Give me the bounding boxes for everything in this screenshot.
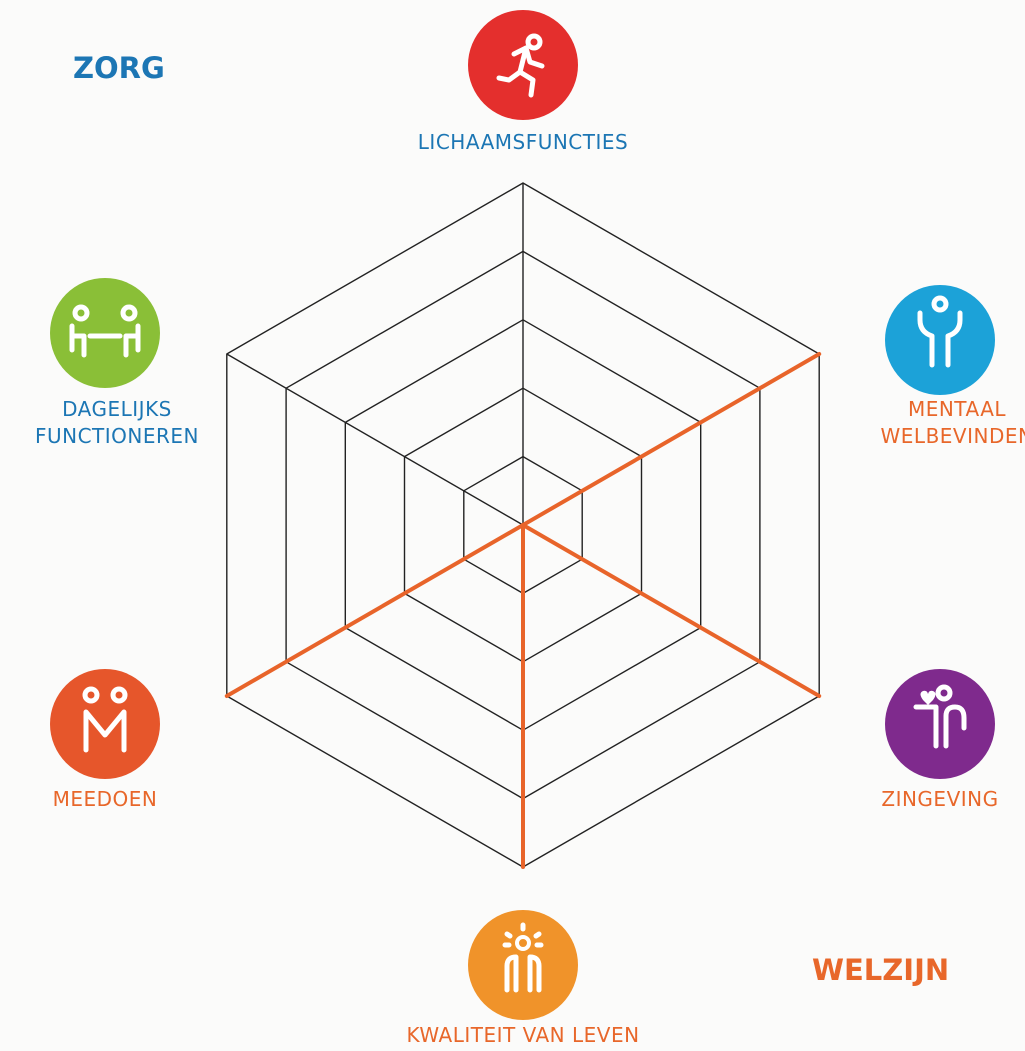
person-arms-raised-icon [917,295,963,368]
kwaliteit-van-leven-icon-circle [468,910,578,1020]
heart-person-icon [913,684,967,749]
two-people-joined-icon [82,686,128,753]
zingeving-label-line-1: ZINGEVING [881,787,998,811]
dagelijks-functioneren-label-line-2: FUNCTIONEREN [35,424,199,448]
zorg-title: ZORG [73,51,165,85]
sun-person-icon [502,922,544,993]
lichaamsfuncties-label-line-1: LICHAAMSFUNCTIES [418,130,628,154]
spoke-6 [226,353,524,526]
mentaal-welbevinden-icon-circle [885,285,995,395]
dimension-labels: LICHAAMSFUNCTIES MENTAAL WELBEVINDEN ZINGEV… [35,130,1025,1047]
meedoen-icon-circle [50,669,160,779]
highlighted-spokes [224,352,822,869]
lichaamsfuncties-icon-group [468,10,578,120]
zingeving-icon-circle [885,669,995,779]
meedoen-label-line-1: MEEDOEN [53,787,158,811]
running-person-icon [496,33,545,98]
heart-shape [920,690,936,705]
kwaliteit-van-leven-label-line-1: KWALITEIT VAN LEVEN [406,1023,639,1047]
mentaal-welbevinden-label-line-1: MENTAAL [908,397,1006,421]
mentaal-welbevinden-label-line-2: WELBEVINDEN [881,424,1025,448]
dagelijks-functioneren-label-line-1: DAGELIJKS [62,397,172,421]
meedoen-icon-group [50,669,160,779]
welzijn-title: WELZIJN [812,953,949,987]
highlight-spoke-zingeving [521,523,822,698]
dagelijks-functioneren-icon-group [50,278,160,388]
two-people-at-table-icon [69,304,141,358]
kwaliteit-van-leven-icon-group [468,910,578,1020]
dagelijks-functioneren-icon-circle [50,278,160,388]
mentaal-welbevinden-icon-group [885,285,995,395]
zingeving-icon-group [885,669,995,779]
